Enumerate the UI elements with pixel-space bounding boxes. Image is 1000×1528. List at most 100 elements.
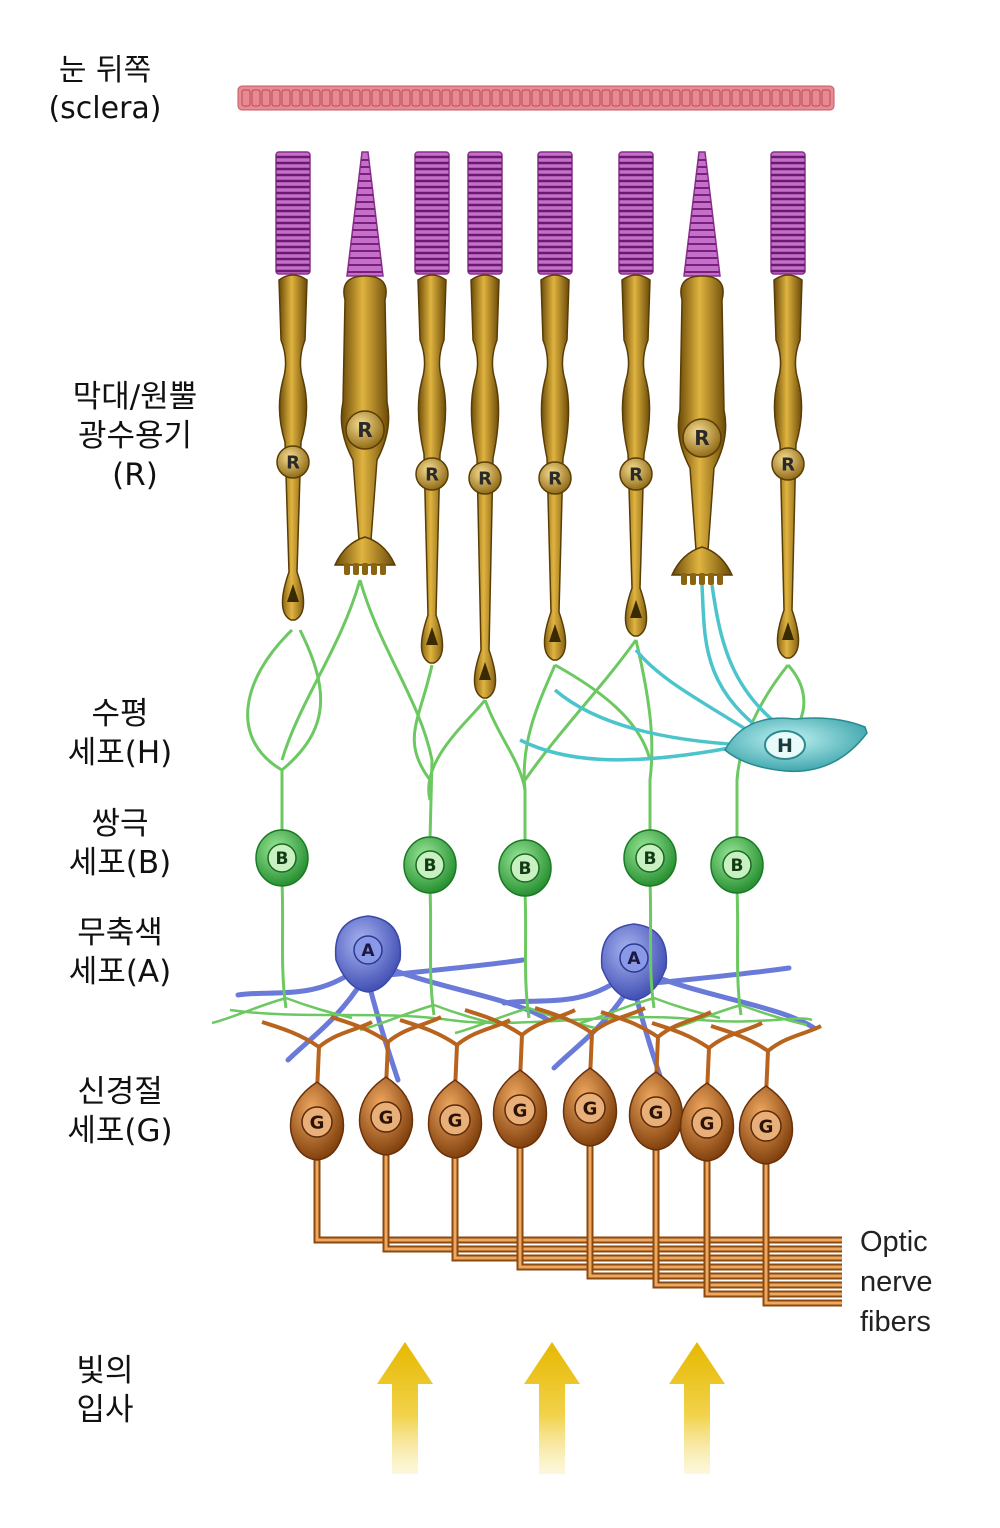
ganglion-cell: G — [399, 1018, 842, 1262]
photoreceptor-nucleus — [345, 410, 385, 450]
rod-outer-segment — [275, 151, 311, 275]
sclera-cell — [811, 89, 821, 107]
horizontal-process — [710, 584, 787, 732]
bipolar-dendrite — [483, 699, 527, 845]
ganglion-cell: G — [261, 1020, 842, 1244]
ganglion-nucleus — [691, 1107, 723, 1139]
photoreceptor-rod: R — [414, 151, 450, 664]
cell-letter: G — [379, 1107, 394, 1128]
inner-plexiform-branch — [229, 1008, 813, 1025]
sclera-cell — [261, 89, 271, 107]
sclera-cell — [681, 89, 691, 107]
bipolar-dendrite — [523, 639, 638, 781]
sclera-cell — [701, 89, 711, 107]
cone-pedicle — [670, 546, 734, 576]
bipolar-cell: B — [454, 839, 596, 1035]
sclera-cell — [731, 89, 741, 107]
sclera-cell — [351, 89, 361, 107]
optic-nerve-fiber-core — [654, 1142, 842, 1287]
cell-letter: B — [731, 856, 744, 876]
pedicle-finger — [717, 573, 723, 585]
cell-letter: G — [513, 1100, 528, 1121]
ganglion-cell: G — [330, 1015, 842, 1253]
photoreceptor-nucleus — [619, 457, 653, 491]
sclera-cell — [241, 89, 251, 107]
bipolar-nucleus — [510, 853, 540, 883]
sclera-cell — [661, 89, 671, 107]
pedicle-finger — [362, 563, 368, 575]
bipolar-nucleus — [722, 850, 752, 880]
cell-letter: G — [310, 1112, 325, 1133]
bipolar-dendrite — [554, 663, 652, 761]
label-amacrine-cell: 무축색 세포(A) — [68, 915, 172, 990]
bipolar-dendrite — [412, 664, 434, 781]
cone-inner-segment — [677, 275, 727, 551]
sclera-cell — [381, 89, 391, 107]
sclera-band — [237, 85, 835, 111]
cell-letter: G — [649, 1102, 664, 1123]
sclera-cell — [451, 89, 461, 107]
rod-outer-segment — [467, 151, 503, 275]
photoreceptor-nucleus — [415, 457, 449, 491]
sclera-cell — [281, 89, 291, 107]
cell-letter: B — [644, 849, 657, 869]
light-arrow — [524, 1342, 580, 1474]
photoreceptor-rod: R — [467, 151, 503, 699]
light-arrow — [669, 1342, 725, 1474]
photoreceptor-nucleus — [771, 447, 805, 481]
optic-nerve-fiber-core — [705, 1153, 842, 1296]
sclera-cell — [711, 89, 721, 107]
rod-spherule — [782, 622, 794, 640]
sclera-cell — [311, 89, 321, 107]
photoreceptor-nucleus — [276, 445, 310, 479]
cell-letter: R — [781, 454, 795, 475]
optic-nerve-fiber-core — [453, 1150, 842, 1260]
sclera-cell — [361, 89, 371, 107]
bipolar-dendrite — [246, 628, 294, 830]
ganglion-nucleus — [301, 1106, 333, 1138]
sclera-cell — [601, 89, 611, 107]
bipolar-nucleus — [267, 843, 297, 873]
ganglion-nucleus — [504, 1094, 536, 1126]
sclera-cell — [471, 89, 481, 107]
bipolar-dendrite — [358, 579, 434, 841]
cone-pedicle — [333, 536, 397, 566]
amacrine-process — [365, 977, 401, 1083]
ganglion-cell: G — [651, 1021, 842, 1298]
ganglion-nucleus — [439, 1104, 471, 1136]
sclera-cell — [791, 89, 801, 107]
bipolar-axon — [735, 888, 743, 1016]
sclera-cell — [741, 89, 751, 107]
sclera-cell — [431, 89, 441, 107]
amacrine-process — [656, 975, 817, 1031]
cell-letter: B — [519, 859, 532, 879]
sclera-cell — [411, 89, 421, 107]
label-light-incidence: 빛의 입사 — [76, 1353, 134, 1428]
rod-inner-segment — [621, 274, 651, 637]
sclera-cell — [331, 89, 341, 107]
sclera-cell — [751, 89, 761, 107]
sclera-cell — [541, 89, 551, 107]
cell-letter: G — [583, 1098, 598, 1119]
bipolar-dendrite — [427, 699, 487, 801]
sclera-cell — [291, 89, 301, 107]
sclera-cell — [551, 89, 561, 107]
ganglion-nucleus — [574, 1092, 606, 1124]
pedicle-finger — [681, 573, 687, 585]
sclera-cell — [501, 89, 511, 107]
horizontal-process — [519, 738, 746, 762]
synaptic-connections: H — [246, 579, 868, 845]
bipolar-nucleus — [415, 850, 445, 880]
cell-letter: R — [548, 468, 562, 489]
amacrine-process — [551, 985, 632, 1071]
optic-nerve-fiber-core — [764, 1156, 842, 1305]
amacrine-process — [235, 972, 351, 998]
sclera-cell — [421, 89, 431, 107]
photoreceptor-rod: R — [770, 151, 806, 659]
sclera-strip — [237, 85, 835, 111]
ganglion-cell: G — [710, 1024, 842, 1307]
photoreceptor-cone: R — [670, 151, 734, 585]
